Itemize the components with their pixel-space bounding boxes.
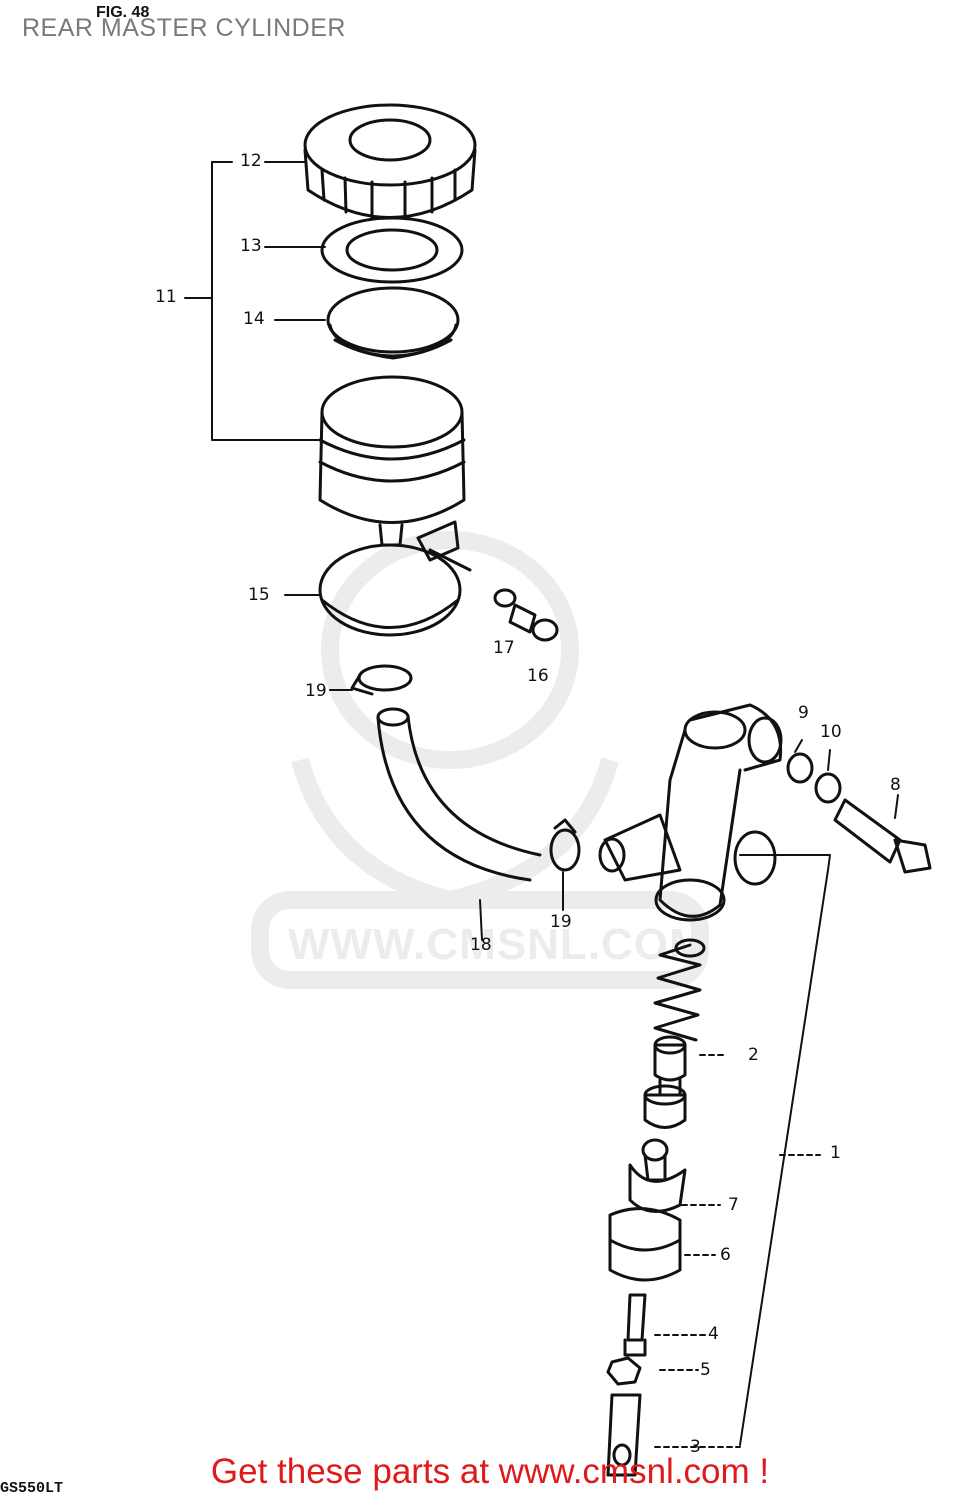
callout-10: 10 xyxy=(820,722,842,742)
hose-clamp-part-upper xyxy=(350,664,413,696)
callout-6: 6 xyxy=(720,1245,731,1265)
model-code: GS550LT xyxy=(0,1480,64,1497)
callout-1: 1 xyxy=(830,1143,841,1163)
callout-2: 2 xyxy=(748,1045,759,1065)
callout-16: 16 xyxy=(527,666,549,686)
get-parts-link[interactable]: Get these parts at www.cmsnl.com ! xyxy=(210,1452,770,1491)
clevis-part xyxy=(606,1393,642,1477)
callout-17: 17 xyxy=(493,638,515,658)
push-rod-part xyxy=(623,1293,647,1357)
callout-19-lower: 19 xyxy=(550,912,572,932)
callout-13: 13 xyxy=(240,236,262,256)
reservoir-holder-band-part xyxy=(318,520,472,637)
callout-12: 12 xyxy=(240,151,262,171)
callout-9: 9 xyxy=(798,703,809,723)
reservoir-cap-part xyxy=(303,103,477,220)
union-washer-part-10 xyxy=(814,772,842,804)
piston-cup-part xyxy=(643,1035,687,1129)
union-bolt-part xyxy=(833,798,932,874)
callout-8: 8 xyxy=(890,775,901,795)
callout-15: 15 xyxy=(248,585,270,605)
reservoir-plate-part xyxy=(320,216,464,284)
callout-3: 3 xyxy=(690,1437,701,1457)
page-title: REAR MASTER CYLINDER xyxy=(22,14,346,42)
callout-5: 5 xyxy=(700,1360,711,1380)
callout-4: 4 xyxy=(708,1324,719,1344)
watermark-text: WWW.CMSNL.COM xyxy=(288,920,707,969)
callout-18: 18 xyxy=(470,935,492,955)
callout-19-upper: 19 xyxy=(305,681,327,701)
reservoir-body-part xyxy=(318,375,466,547)
bolt-part xyxy=(508,603,559,642)
return-spring-part xyxy=(653,938,706,1042)
master-cylinder-body-part xyxy=(598,703,783,922)
hose-clamp-part-lower xyxy=(549,818,581,872)
callout-7: 7 xyxy=(728,1195,739,1215)
diaphragm-part xyxy=(326,286,460,360)
lock-nut-part xyxy=(606,1356,642,1386)
callout-14: 14 xyxy=(243,309,265,329)
figure-label: FIG. 48 xyxy=(96,4,150,21)
piston-assembly-part xyxy=(608,1138,687,1282)
reservoir-hose-part xyxy=(376,707,542,882)
callout-11: 11 xyxy=(155,287,177,307)
washer-part xyxy=(493,588,517,608)
union-washer-part-9 xyxy=(786,752,814,784)
